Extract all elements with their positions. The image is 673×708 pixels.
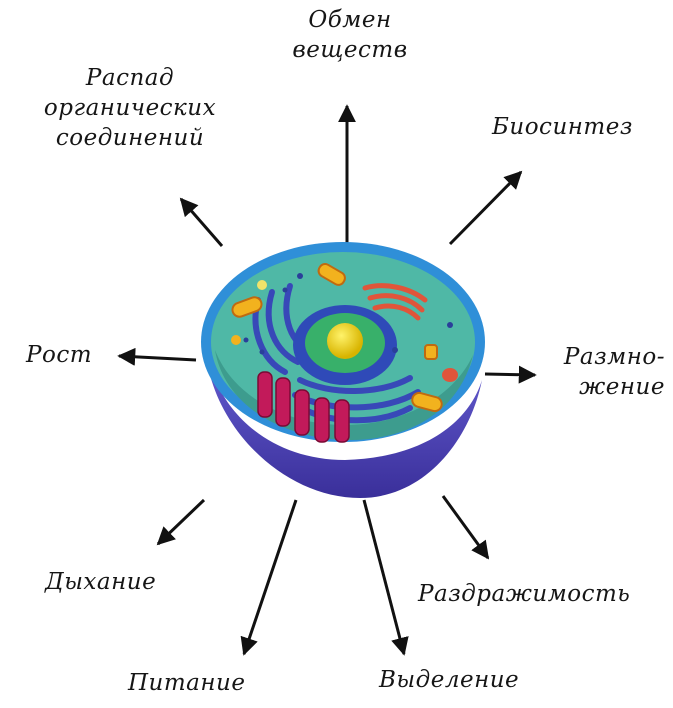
label-growth-text: Рост [26,342,93,368]
label-decomposition-line3: соединений [55,125,205,151]
lysosome [442,368,458,382]
cell-membrane-bowl [205,338,482,498]
label-excretion-text: Выделение [379,667,520,693]
arrow-reproduction [484,365,537,384]
label-growth: Рост [26,340,92,370]
arrow-biosynthesis [448,170,523,246]
ribosomes [243,273,453,355]
arrow-excretion [362,499,409,656]
arrow-nutrition [240,499,298,656]
arrow-respiration [156,498,206,546]
label-nutrition: Питание [128,668,245,698]
vacuole [231,335,241,345]
nucleolus [327,323,363,359]
vesicle [257,280,267,290]
cut-section-structures [257,371,350,443]
label-irritability-text: Раздражимость [418,581,631,607]
label-irritability: Раздражимость [418,579,630,609]
label-excretion: Выделение [379,665,519,695]
label-biosynthesis: Биосинтез [492,112,633,142]
arrows [117,104,537,656]
label-reproduction: Размно- жение [553,342,665,402]
label-reproduction-line2: жение [579,374,665,400]
arrow-decomposition [179,197,224,247]
mitochondria [231,263,443,413]
label-respiration-text: Дыхание [45,569,157,595]
label-decomposition-line2: органических [43,95,217,121]
label-metabolism: Обмен веществ [275,5,425,65]
label-metabolism-line2: веществ [292,37,408,63]
golgi-apparatus [362,283,428,321]
label-decomposition: Распад органических соединений [30,63,230,153]
label-reproduction-line1: Размно- [563,344,665,370]
label-biosynthesis-text: Биосинтез [492,114,633,140]
arrow-irritability [441,495,490,560]
arrow-growth [117,347,197,366]
label-nutrition-text: Питание [128,670,246,696]
label-metabolism-line1: Обмен [308,7,392,33]
label-respiration: Дыхание [45,567,156,597]
label-decomposition-line1: Распад [85,65,175,91]
cell-illustration [201,242,485,498]
